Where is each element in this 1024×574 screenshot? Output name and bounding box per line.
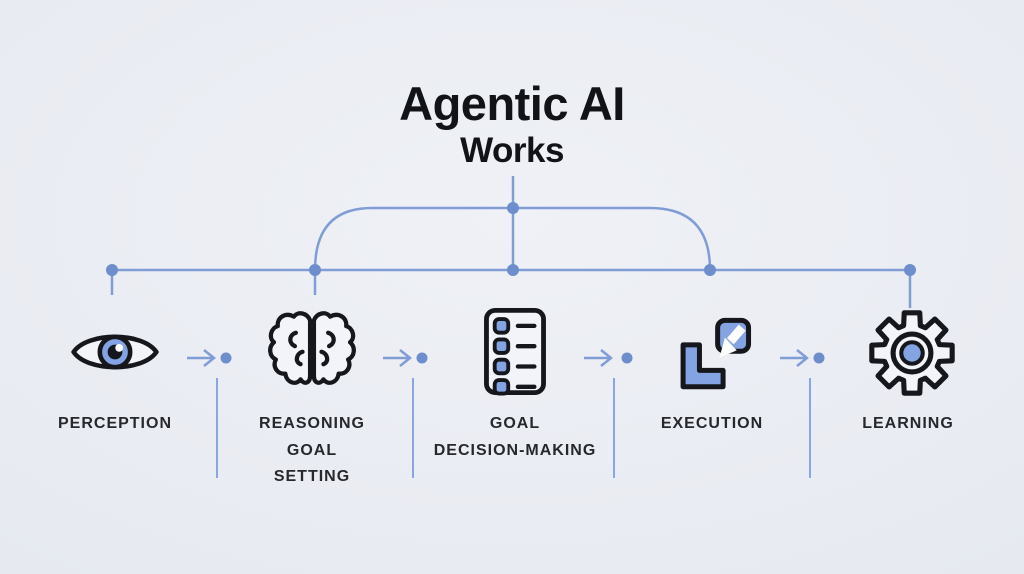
execution-blocks-icon [680, 317, 752, 390]
label-goal-decision-making: GOAL DECISION-MAKING [410, 411, 620, 464]
label-learning: LEARNING [803, 411, 1013, 438]
label-line: EXECUTION [660, 415, 764, 432]
label-line: SETTING [273, 468, 351, 485]
checklist-icon [484, 307, 546, 396]
label-line: PERCEPTION [57, 415, 172, 432]
label-reasoning-goal-setting: REASONING GOAL SETTING [207, 411, 417, 491]
flow-arrow-4 [780, 349, 825, 478]
label-perception: PERCEPTION [10, 411, 220, 438]
label-line: REASONING [259, 415, 365, 432]
label-line: DECISION-MAKING [433, 441, 597, 459]
page-title: Agentic AI Works [0, 80, 1024, 168]
gear-icon [869, 310, 955, 396]
label-line: GOAL [286, 441, 338, 459]
node-dot-4 [704, 264, 716, 276]
node-dot-2 [309, 264, 321, 276]
brain-icon [268, 311, 356, 385]
node-dot-3 [507, 264, 519, 276]
title-line-1: Agentic AI [399, 77, 625, 130]
flow-arrow-2 [383, 349, 428, 478]
flow-arrow-1 [187, 349, 232, 478]
eye-icon [71, 334, 159, 370]
node-dot-5 [904, 264, 916, 276]
title-line-2: Works [460, 131, 564, 170]
label-line: GOAL [489, 415, 541, 432]
flow-arrow-3 [584, 349, 633, 478]
label-line: LEARNING [862, 415, 954, 432]
node-dot-1 [106, 264, 118, 276]
node-dot-bridge [507, 202, 519, 214]
label-execution: EXECUTION [607, 411, 817, 438]
